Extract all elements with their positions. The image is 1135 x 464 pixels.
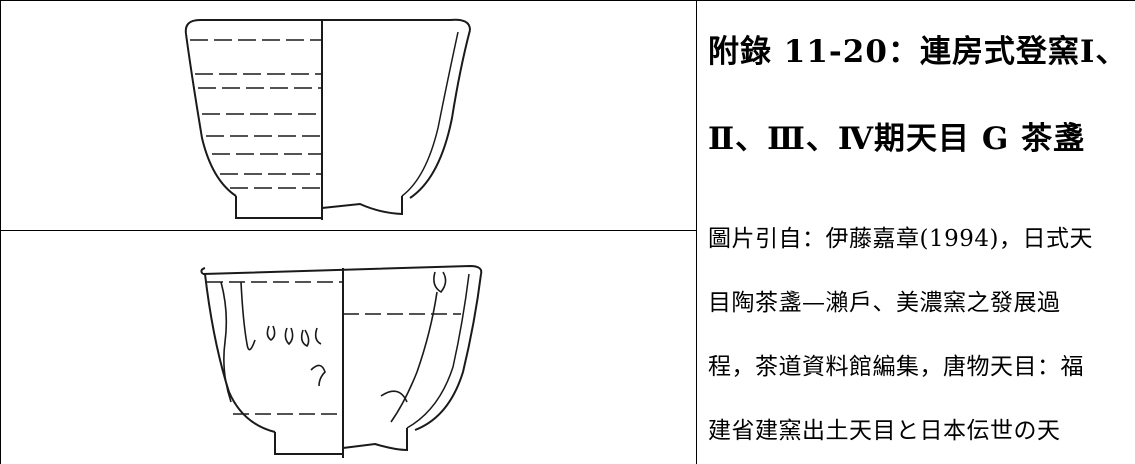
- caption-source-line-2: 目陶茶盞—瀨戶、美濃窯之發展過: [708, 290, 1061, 316]
- bowl-drawing-top: [140, 8, 560, 228]
- table-left-border: [0, 0, 1, 464]
- table-top-border: [0, 0, 1135, 1]
- caption-source-line-1: 圖片引自：伊藤嘉章(1994)，日式天: [708, 226, 1093, 252]
- caption-title-line-1: 附錄 11-20：連房式登窯Ⅰ、: [708, 34, 1128, 70]
- caption-source-line-4: 建省建窯出土天目と日本伝世の天: [708, 418, 1061, 444]
- caption-title-line-2: Ⅱ、Ⅲ、Ⅳ期天目 G 茶盞: [708, 121, 1086, 157]
- caption-source-line-3: 程，茶道資料館編集，唐物天目：福: [708, 354, 1084, 380]
- table-column-divider: [696, 0, 697, 464]
- table-row-divider: [0, 230, 697, 231]
- bowl-drawing-bottom: [185, 252, 515, 460]
